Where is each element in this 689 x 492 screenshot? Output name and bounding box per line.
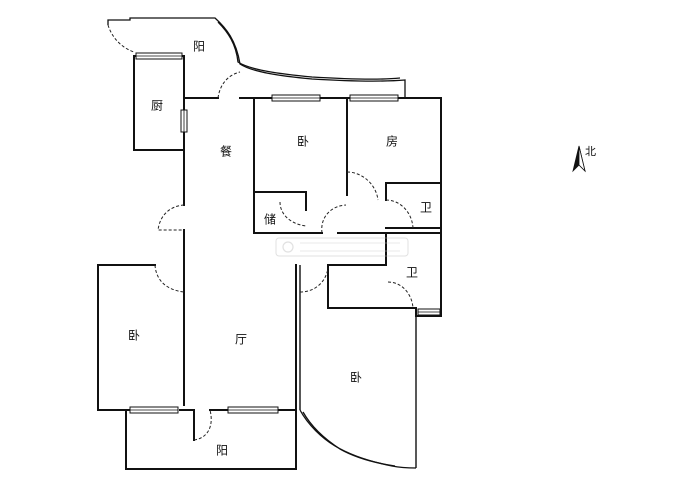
study-walls bbox=[346, 97, 442, 317]
walls bbox=[97, 17, 442, 470]
watermark-logo bbox=[275, 237, 409, 257]
bedroom-east-curve-inner bbox=[302, 411, 396, 467]
bedroom-east-walls bbox=[299, 265, 417, 468]
label-storage: 储 bbox=[264, 212, 276, 227]
label-bedroom-east: 卧 bbox=[350, 371, 362, 385]
label-bath-1: 卫 bbox=[420, 201, 432, 215]
window-living bbox=[227, 406, 279, 414]
label-bath-2: 卫 bbox=[406, 266, 418, 280]
label-kitchen: 厨 bbox=[151, 99, 163, 113]
door-bath-2 bbox=[387, 281, 414, 309]
balcony-bottom-walls bbox=[125, 409, 297, 470]
balcony-top-curve-inner bbox=[217, 21, 401, 80]
window-study bbox=[349, 94, 399, 102]
compass: 北 bbox=[572, 145, 596, 173]
bedroom-north-walls bbox=[253, 97, 323, 234]
label-bedroom-west: 卧 bbox=[128, 329, 140, 343]
living-walls bbox=[183, 262, 297, 441]
corridor-walls bbox=[327, 232, 442, 317]
window-bedroom-east bbox=[417, 308, 441, 316]
door-bedroom-east bbox=[299, 267, 329, 293]
label-study: 房 bbox=[386, 134, 398, 149]
balcony-top-curve bbox=[107, 17, 406, 98]
window-kitchen bbox=[135, 52, 183, 60]
door-balcony-bottom bbox=[193, 409, 212, 441]
door-dining-balcony bbox=[217, 71, 241, 99]
door-bath-1 bbox=[385, 199, 414, 229]
window-bedroom-west bbox=[129, 406, 179, 414]
bedroom-west-walls bbox=[97, 264, 185, 411]
window-kitchen-side bbox=[180, 109, 188, 133]
door-storage bbox=[279, 201, 307, 227]
room-labels: 阳 厨 餐 卧 房 储 卫 卫 卧 厅 卧 阳 bbox=[128, 40, 432, 458]
label-balcony-bottom: 阳 bbox=[216, 444, 228, 458]
label-living: 厅 bbox=[235, 333, 247, 347]
door-balcony-kitchen bbox=[107, 24, 135, 53]
window-bedroom-north bbox=[271, 94, 321, 102]
doors bbox=[107, 24, 414, 441]
door-bedroom-west bbox=[154, 264, 185, 293]
compass-label: 北 bbox=[585, 145, 596, 158]
label-bedroom-north: 卧 bbox=[297, 135, 309, 149]
bedroom-east-curve bbox=[299, 409, 417, 469]
label-balcony-top: 阳 bbox=[193, 40, 205, 54]
label-dining: 餐 bbox=[220, 144, 232, 159]
door-dining-west bbox=[157, 204, 185, 231]
door-study bbox=[346, 171, 379, 201]
windows bbox=[129, 52, 441, 414]
door-bedroom-north bbox=[321, 204, 347, 234]
